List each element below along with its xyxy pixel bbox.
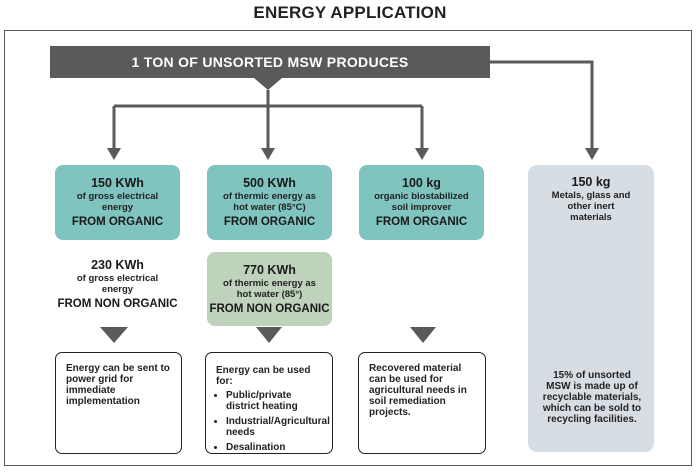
note-box-soil: Recovered material can be used for agric… bbox=[358, 352, 486, 454]
arrow-down-icon bbox=[415, 148, 429, 160]
page-title: ENERGY APPLICATION bbox=[253, 3, 447, 22]
source: FROM ORGANIC bbox=[375, 216, 468, 228]
note-intro: Energy can be used for: bbox=[216, 365, 311, 387]
triangle-down-icon bbox=[256, 327, 282, 343]
note-text: Energy can be sent to power grid for imm… bbox=[66, 363, 170, 407]
description: of thermic energy as hot water (85°C) bbox=[223, 191, 316, 213]
recyclables-panel: 150 kg Metals, glass and other inert mat… bbox=[528, 165, 654, 452]
output-box-thermic-non-organic: 770 KWh of thermic energy as hot water (… bbox=[207, 252, 332, 326]
output-electrical-non-organic: 230 KWh of gross electrical energy FROM … bbox=[55, 258, 180, 311]
output-box-electrical-organic: 150 KWh of gross electrical energy FROM … bbox=[55, 165, 180, 240]
output-box-soil-improver: 100 kg organic biostabilized soil improv… bbox=[359, 165, 484, 240]
source: FROM NON ORGANIC bbox=[209, 302, 330, 315]
output-box-thermic-organic: 500 KWh of thermic energy as hot water (… bbox=[207, 165, 332, 240]
value: 770 KWh bbox=[243, 262, 296, 277]
side-branch-line bbox=[490, 60, 594, 150]
source: FROM ORGANIC bbox=[223, 216, 316, 228]
usage-list: Public/private district heating Industri… bbox=[216, 390, 330, 453]
value: 150 KWh bbox=[91, 176, 144, 190]
banner-label: 1 TON OF UNSORTED MSW PRODUCES bbox=[131, 54, 409, 70]
list-item: Public/private district heating bbox=[226, 390, 322, 412]
description: organic biostabilized soil improver bbox=[374, 191, 469, 213]
value: 150 kg bbox=[571, 175, 611, 189]
value: 100 kg bbox=[402, 176, 441, 190]
source: FROM NON ORGANIC bbox=[57, 298, 178, 310]
description: of thermic energy as hot water (85°) bbox=[223, 277, 316, 300]
note-box-grid: Energy can be sent to power grid for imm… bbox=[55, 352, 182, 454]
arrow-down-icon bbox=[261, 148, 275, 160]
description: of gross electrical energy bbox=[76, 273, 159, 295]
value: 230 KWh bbox=[91, 258, 144, 272]
description: Metals, glass and other inert materials bbox=[551, 190, 631, 223]
recyclables-note: 15% of unsorted MSW is made up of recycl… bbox=[542, 370, 642, 425]
diagram-frame bbox=[4, 30, 692, 466]
source: FROM ORGANIC bbox=[71, 216, 164, 228]
triangle-down-icon bbox=[410, 327, 436, 343]
description: of gross electrical energy bbox=[76, 191, 159, 213]
arrow-down-icon bbox=[585, 148, 599, 160]
list-item: Desalination bbox=[226, 442, 322, 453]
triangle-down-icon bbox=[100, 327, 128, 343]
note-text: Recovered material can be used for agric… bbox=[369, 363, 467, 418]
arrow-down-icon bbox=[107, 148, 121, 160]
banner-shape bbox=[50, 46, 490, 90]
list-item: Industrial/Agricultural needs bbox=[226, 416, 330, 438]
note-box-heating: Energy can be used for: Public/private d… bbox=[205, 352, 333, 454]
value: 500 KWh bbox=[243, 176, 296, 190]
